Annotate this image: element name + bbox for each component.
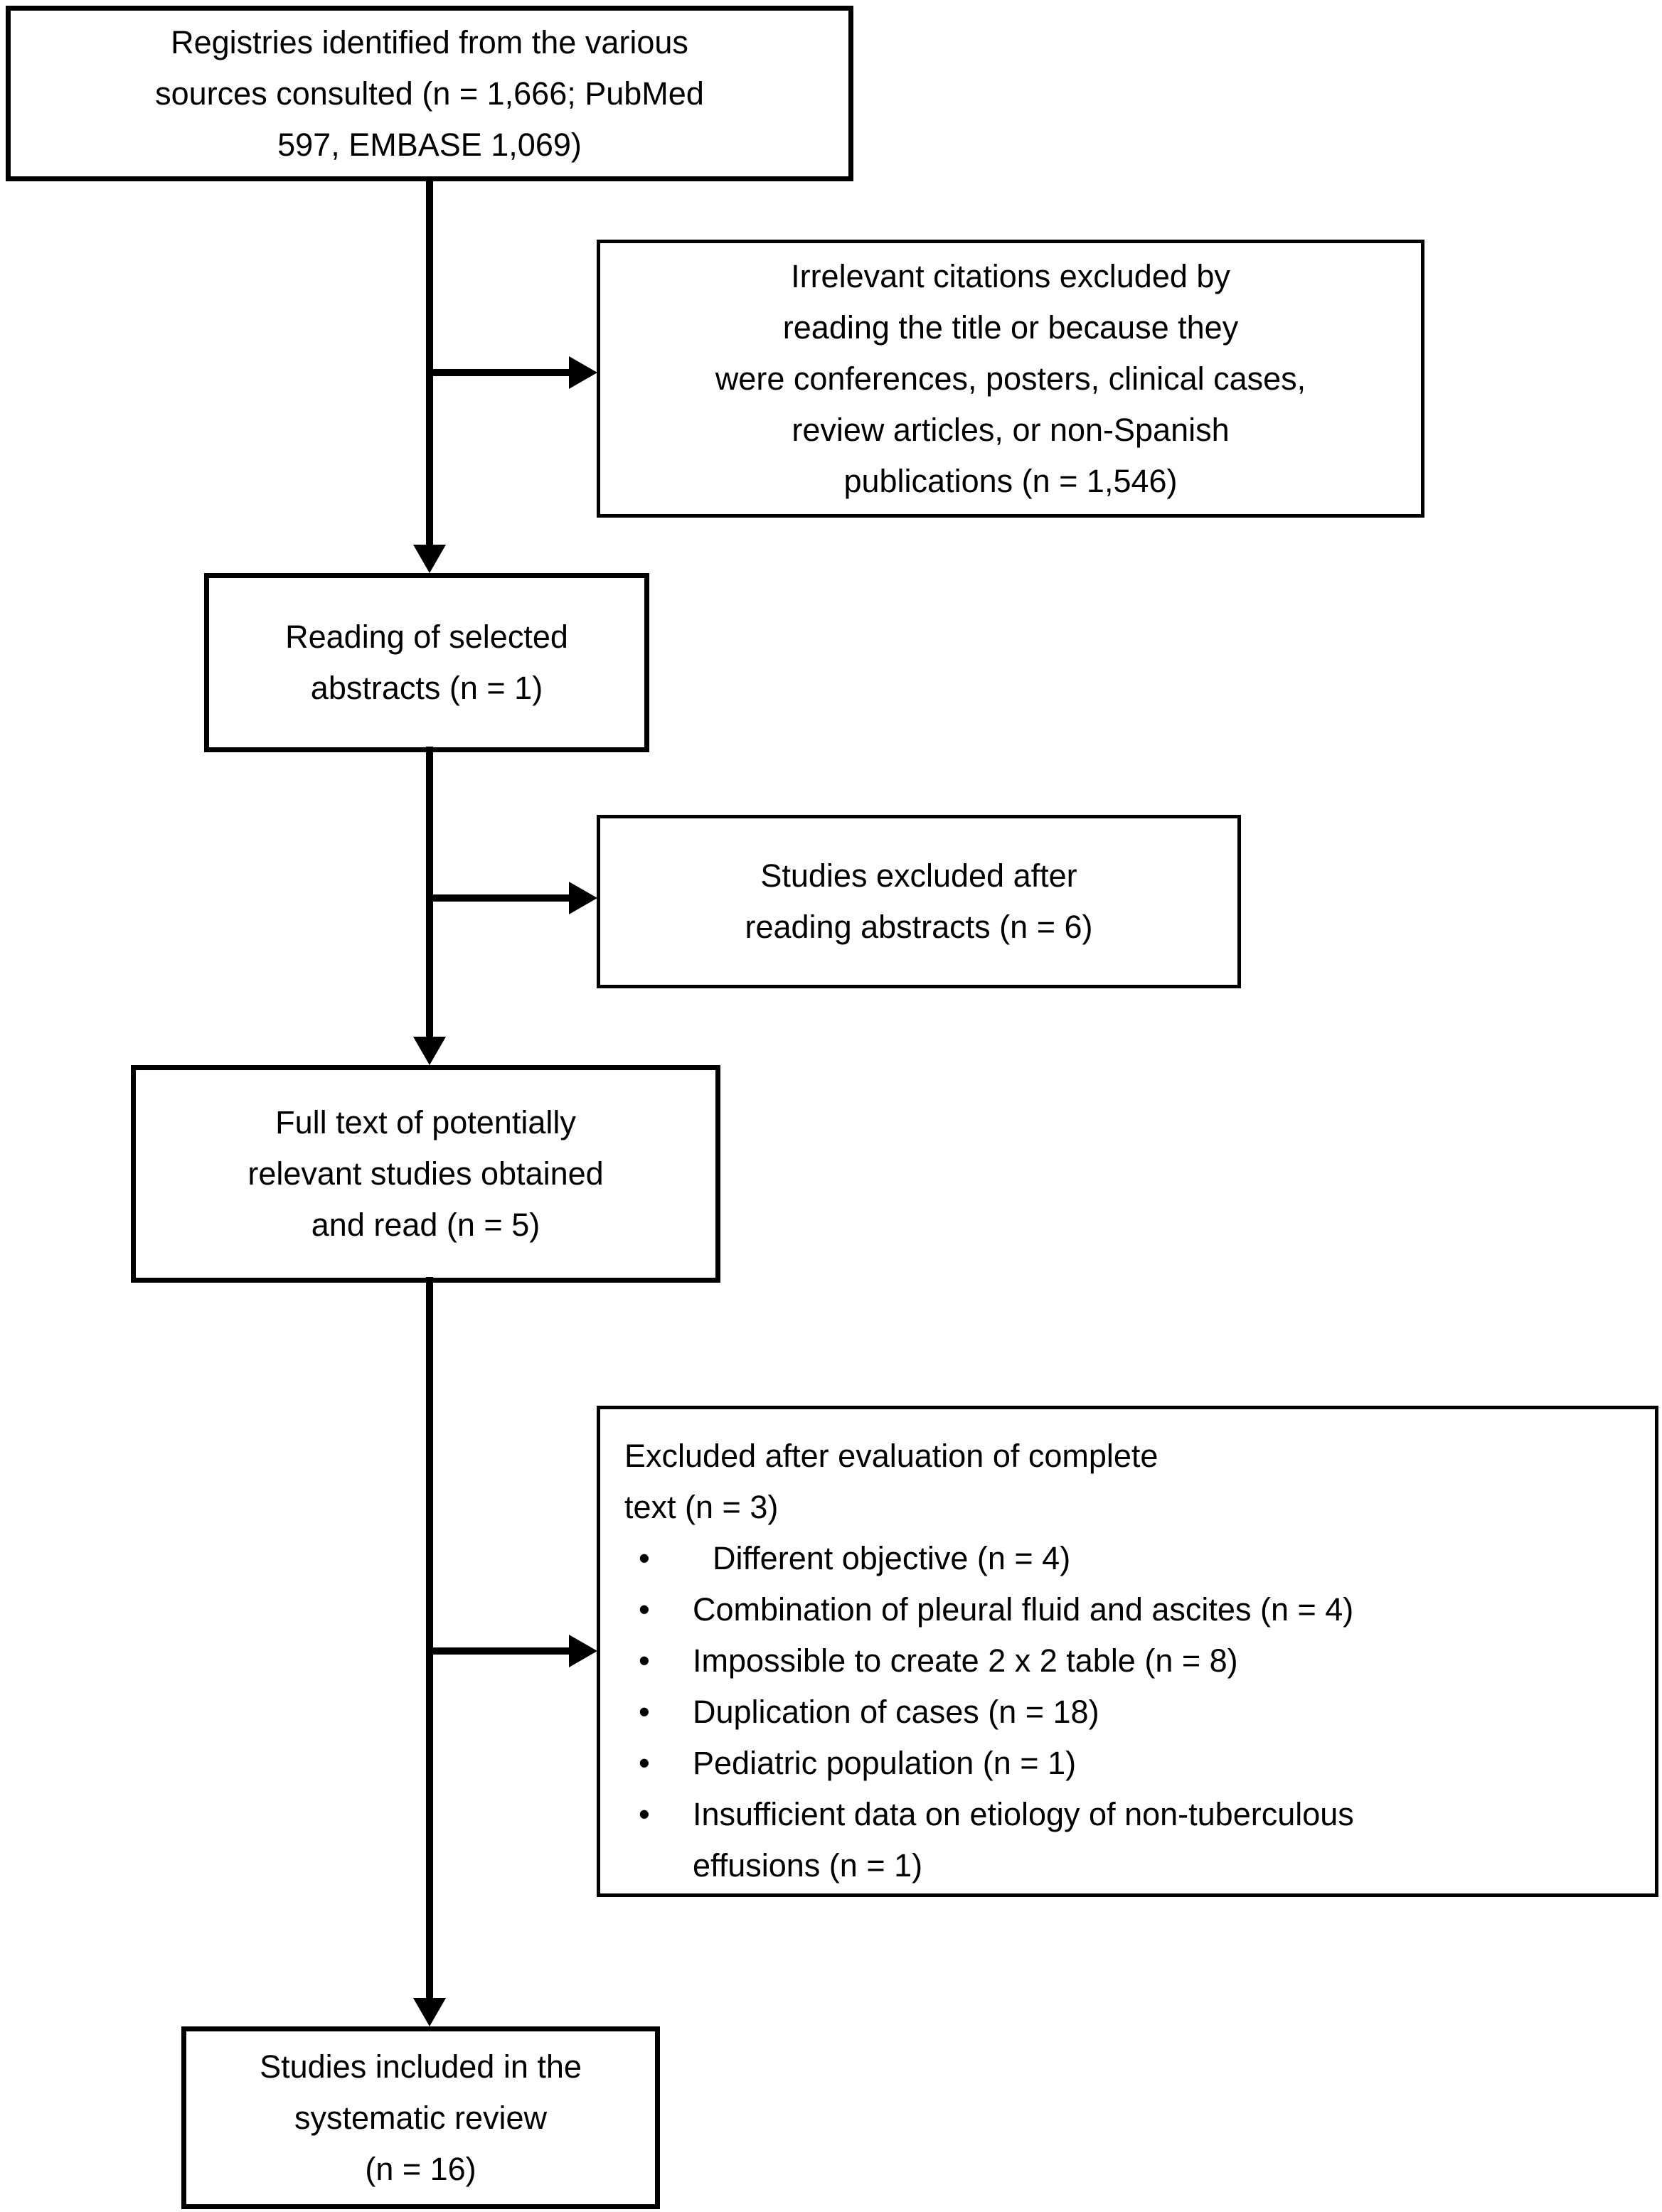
- box-text-line: Studies excluded after: [760, 857, 1077, 894]
- exclusion-heading: Excluded after evaluation of complete te…: [624, 1431, 1632, 1533]
- arrow-down-icon: [413, 1998, 446, 2026]
- exclusion-reason-text: Combination of pleural fluid and ascites…: [693, 1591, 1354, 1628]
- box-studies-included: Studies included in the systematic revie…: [181, 2026, 660, 2209]
- connector-line-identified-to-abstracts: [426, 178, 433, 546]
- exclusion-reason-item: • Insufficient data on etiology of non-t…: [624, 1789, 1632, 1891]
- box-text-line: effusions (n = 1): [693, 1847, 923, 1884]
- box-irrelevant-citations-excluded: Irrelevant citations excluded by reading…: [597, 240, 1424, 518]
- exclusion-reason-text: Duplication of cases (n = 18): [693, 1694, 1099, 1730]
- box-text-line: and read (n = 5): [311, 1207, 540, 1243]
- box-reading-selected-abstracts: Reading of selected abstracts (n = 1): [204, 573, 649, 752]
- exclusion-reason-text: Different objective (n = 4): [713, 1540, 1071, 1576]
- arrow-down-icon: [413, 1037, 446, 1065]
- box-text-line: 597, EMBASE 1,069): [277, 126, 582, 163]
- box-text-line: Registries identified from the various: [171, 23, 688, 60]
- box-text-line: text (n = 3): [624, 1489, 779, 1525]
- exclusion-reason-text: Pediatric population (n = 1): [693, 1745, 1077, 1781]
- arrow-right-icon: [569, 882, 597, 914]
- bullet-icon: •: [639, 1540, 650, 1576]
- box-text-line: relevant studies obtained: [247, 1155, 604, 1192]
- box-text-line: were conferences, posters, clinical case…: [715, 360, 1306, 397]
- box-text-line: Irrelevant citations excluded by: [791, 257, 1230, 294]
- connector-line-to-title-exclusion: [430, 369, 572, 376]
- connector-line-to-abstract-exclusion: [430, 894, 572, 902]
- exclusion-reason-item: • Pediatric population (n = 1): [624, 1738, 1632, 1789]
- box-text-line: systematic review: [294, 2099, 548, 2136]
- box-registries-identified: Registries identified from the various s…: [6, 6, 853, 181]
- bullet-icon: •: [639, 1745, 650, 1781]
- connector-line-abstracts-to-fulltext: [426, 747, 433, 1038]
- box-studies-excluded-after-abstracts: Studies excluded after reading abstracts…: [597, 815, 1241, 988]
- box-text-line: review articles, or non-Spanish: [792, 411, 1230, 448]
- arrow-right-icon: [569, 356, 597, 389]
- box-text-line: Full text of potentially: [275, 1104, 576, 1140]
- arrow-right-icon: [569, 1635, 597, 1667]
- box-text-line: reading abstracts (n = 6): [745, 909, 1093, 945]
- box-text-line: Excluded after evaluation of complete: [624, 1438, 1158, 1474]
- box-text-line: (n = 16): [365, 2150, 476, 2187]
- bullet-icon: •: [639, 1796, 650, 1832]
- bullet-icon: •: [639, 1694, 650, 1730]
- exclusion-reason-item: • Impossible to create 2 x 2 table (n = …: [624, 1635, 1632, 1687]
- box-text-line: abstracts (n = 1): [310, 670, 543, 706]
- box-text-line: sources consulted (n = 1,666; PubMed: [155, 75, 704, 112]
- box-text-line: Studies included in the: [260, 2048, 582, 2085]
- box-text-line: Insufficient data on etiology of non-tub…: [693, 1796, 1354, 1832]
- exclusion-reason-text: Insufficient data on etiology of non-tub…: [693, 1789, 1632, 1891]
- exclusion-reason-item: • Different objective (n = 4): [624, 1533, 1632, 1584]
- exclusion-reason-item: • Combination of pleural fluid and ascit…: [624, 1584, 1632, 1635]
- connector-line-to-fulltext-exclusion: [430, 1647, 572, 1655]
- arrow-down-icon: [413, 545, 446, 573]
- exclusion-reason-text: Impossible to create 2 x 2 table (n = 8): [693, 1642, 1238, 1679]
- box-text-line: publications (n = 1,546): [843, 462, 1178, 499]
- bullet-icon: •: [639, 1642, 650, 1679]
- exclusion-reason-item: • Duplication of cases (n = 18): [624, 1687, 1632, 1738]
- bullet-icon: •: [639, 1591, 650, 1628]
- box-text-line: Reading of selected: [285, 619, 568, 655]
- box-text-line: reading the title or because they: [782, 309, 1239, 346]
- box-full-text-obtained: Full text of potentially relevant studie…: [131, 1065, 720, 1283]
- connector-line-fulltext-to-included: [426, 1277, 433, 1999]
- box-excluded-after-fulltext-evaluation: Excluded after evaluation of complete te…: [597, 1406, 1658, 1897]
